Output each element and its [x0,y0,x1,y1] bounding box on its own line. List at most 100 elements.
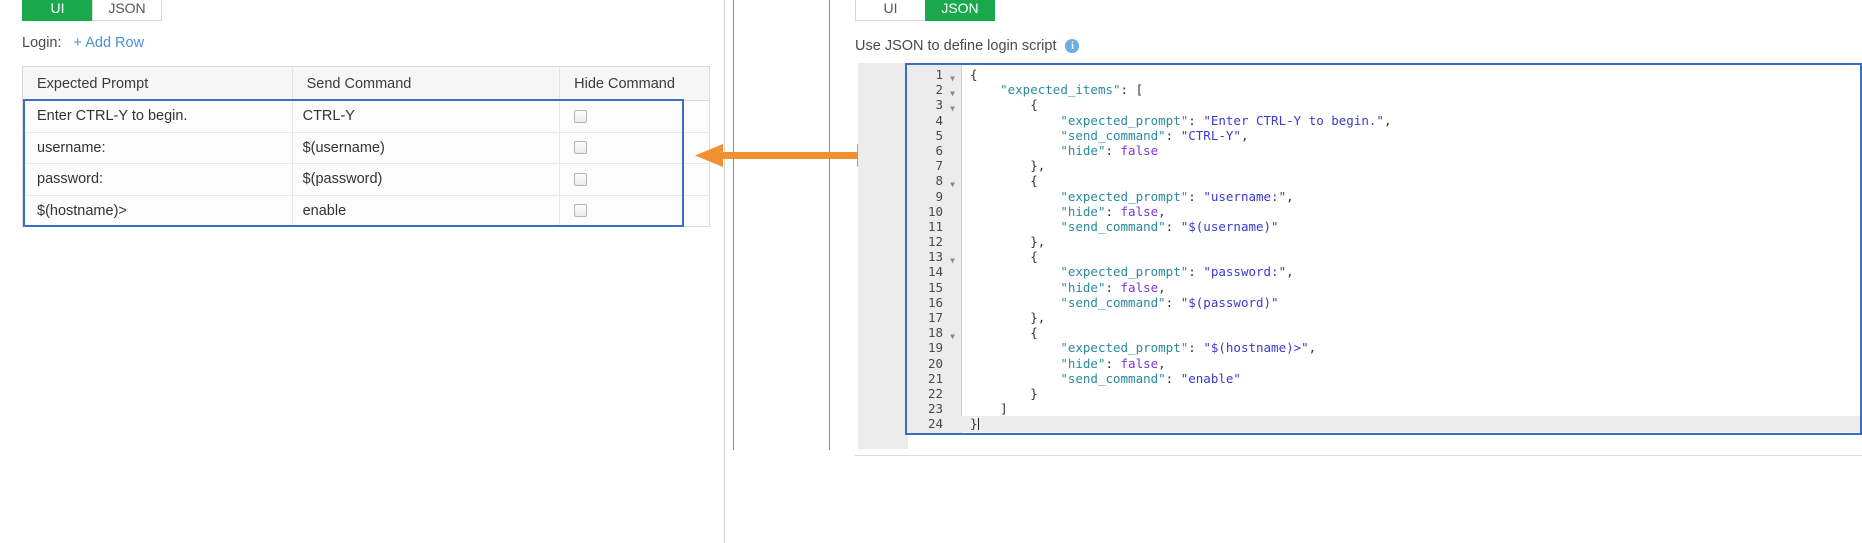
column-header-send-command: Send Command [292,66,561,101]
fold-spacer [947,219,958,223]
code-line[interactable]: 12 }, [907,234,1860,250]
tab-ui-right[interactable]: UI [855,0,925,21]
code-line[interactable]: 3▼ { [907,97,1860,113]
fold-toggle-icon[interactable]: ▼ [950,74,955,83]
cell-hide-command [559,195,710,227]
text-cursor [977,418,979,431]
line-number: 15 [907,279,947,295]
ui-tab-panel: UI JSON Login: + Add Row Expected Prompt… [0,0,725,543]
fold-spacer [947,295,958,299]
code-text: { [970,325,1038,341]
fold-toggle-icon[interactable]: ▼ [950,104,955,114]
bottom-divider [855,455,1862,456]
cell-send-command[interactable]: enable [292,195,561,227]
line-number: 9 [907,188,947,204]
cell-expected-prompt[interactable]: username: [22,132,293,164]
line-number: 3 [907,97,947,113]
code-line[interactable]: 22 } [907,385,1860,402]
code-line[interactable]: 24} [907,416,1860,432]
line-number: 21 [907,370,947,386]
code-line[interactable]: 15 "hide": false, [907,279,1860,295]
fold-toggle-icon[interactable]: ▼ [950,256,955,266]
code-line[interactable]: 18▼ { [907,325,1860,341]
hide-command-checkbox[interactable] [574,172,588,186]
add-row-link[interactable]: + Add Row [73,35,145,51]
info-icon[interactable]: i [1065,39,1080,53]
editor-bottom-border [905,433,1862,435]
fold-spacer [947,158,958,162]
tab-ui-left[interactable]: UI [22,0,92,21]
line-number: 19 [907,340,947,356]
code-line[interactable]: 16 "send_command": "$(password)" [907,294,1860,311]
code-line[interactable]: 8▼ { [907,173,1860,189]
table-row[interactable]: Enter CTRL-Y to begin. CTRL-Y [22,100,710,133]
code-text: "hide": false, [1060,355,1166,371]
code-line[interactable]: 14 "expected_prompt": "password:", [907,264,1860,280]
code-text: } [970,416,979,432]
code-line[interactable]: 23 ] [907,401,1860,417]
fold-toggle-icon[interactable]: ▼ [950,332,955,342]
cell-send-command[interactable]: $(password) [292,163,561,196]
code-line[interactable]: 11 "send_command": "$(username)" [907,218,1860,235]
cell-expected-prompt[interactable]: password: [22,163,293,196]
line-number: 4 [907,112,947,128]
hide-command-checkbox[interactable] [574,141,588,155]
code-line[interactable]: 9 "expected_prompt": "username:", [907,188,1860,204]
code-line[interactable]: 21 "send_command": "enable" [907,370,1860,386]
code-line[interactable]: 5 "send_command": "CTRL-Y", [907,127,1860,143]
code-line[interactable]: 17 }, [907,310,1860,326]
code-line[interactable]: 20 "hide": false, [907,355,1860,371]
line-number: 24 [907,416,947,432]
editor-code-area[interactable]: 1▼{2▼ "expected_items": [3▼ {4 "expected… [907,65,1860,433]
code-line[interactable]: 6 "hide": false [907,142,1860,159]
table-header: Expected Prompt Send Command Hide Comman… [22,66,710,101]
fold-toggle-icon[interactable]: ▼ [950,180,955,190]
code-line[interactable]: 19 "expected_prompt": "$(hostname)>", [907,340,1860,356]
line-number: 17 [907,310,947,326]
editor-focus-frame[interactable]: 1▼{2▼ "expected_items": [3▼ {4 "expected… [905,63,1862,435]
code-line[interactable]: 13▼ { [907,249,1860,265]
fold-spacer [947,340,958,344]
code-line[interactable]: 10 "hide": false, [907,203,1860,219]
tab-json-left[interactable]: JSON [92,0,162,21]
cell-send-command[interactable]: CTRL-Y [292,100,561,133]
table-row[interactable]: $(hostname)> enable [22,195,710,227]
json-editor: 1▼{2▼ "expected_items": [3▼ {4 "expected… [858,63,1862,449]
code-text: "expected_prompt": "Enter CTRL-Y to begi… [1060,112,1392,128]
table-row[interactable]: username: $(username) [22,132,710,164]
code-line[interactable]: 4 "expected_prompt": "Enter CTRL-Y to be… [907,112,1860,128]
hide-command-checkbox[interactable] [574,109,588,123]
line-number: 22 [907,385,947,402]
fold-spacer [947,386,958,390]
cell-hide-command [559,100,710,133]
fold-spacer [947,204,958,208]
line-number: 12 [907,234,947,250]
tab-json-right[interactable]: JSON [925,0,995,21]
code-text: }, [970,234,1046,250]
cell-hide-command [559,163,710,196]
line-number: 23 [907,401,947,417]
fold-spacer [947,113,958,117]
code-line[interactable]: 7 }, [907,158,1860,174]
fold-spacer [947,189,958,193]
fold-spacer [947,416,958,420]
cell-send-command[interactable]: $(username) [292,132,561,164]
code-text: }, [970,158,1046,174]
code-text: "send_command": "$(password)" [1060,294,1279,310]
line-number: 6 [907,142,947,159]
line-number: 5 [907,127,947,143]
fold-spacer [947,371,958,375]
middle-box-right-edge [829,0,830,450]
json-caption: Use JSON to define login script i [855,38,1080,54]
fold-spacer [947,128,958,132]
cell-expected-prompt[interactable]: $(hostname)> [22,195,293,227]
table-row[interactable]: password: $(password) [22,163,710,196]
code-line[interactable]: 2▼ "expected_items": [ [907,82,1860,98]
code-text: "hide": false, [1060,279,1166,295]
code-line[interactable]: 1▼{ [907,67,1860,83]
hide-command-checkbox[interactable] [574,204,588,218]
fold-toggle-icon[interactable]: ▼ [950,89,955,99]
line-number: 20 [907,355,947,371]
cell-expected-prompt[interactable]: Enter CTRL-Y to begin. [22,100,293,133]
